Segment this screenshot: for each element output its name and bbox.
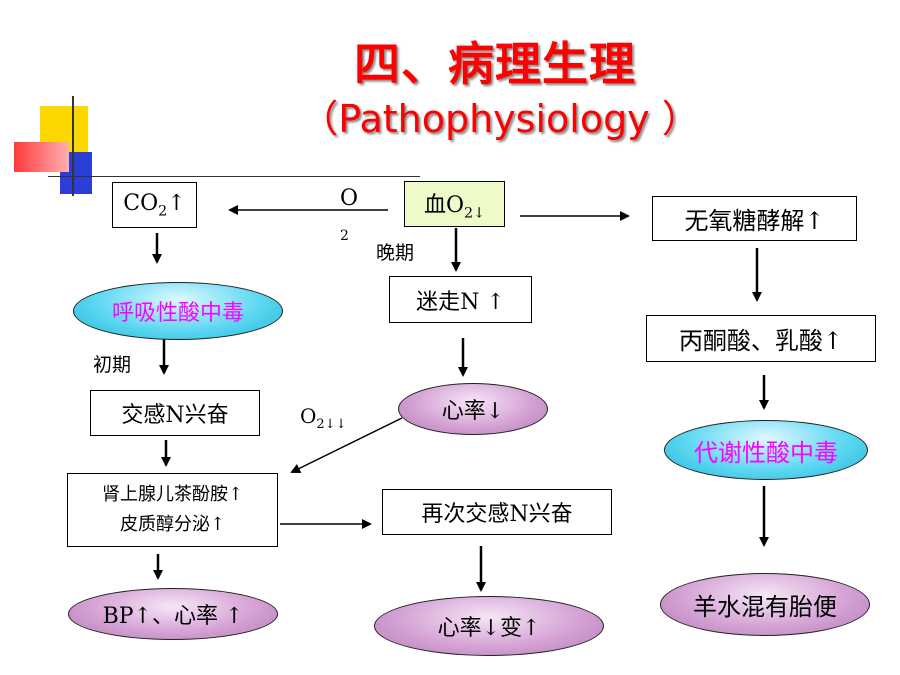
label-o2-sub: 2 — [340, 228, 349, 244]
node-sympathetic-again-text: 再次交感N兴奋 — [421, 502, 573, 527]
node-co2: CO2↑ — [112, 182, 197, 228]
node-co2-text: CO2↑ — [123, 190, 186, 220]
arrow-heartrate-to-catecholamine — [290, 417, 403, 473]
node-meconium: 羊水混有胎便 — [660, 573, 870, 636]
node-sympathetic-text: 交感N兴奋 — [121, 403, 229, 428]
node-heart-rate-down: 心率↓ — [398, 383, 548, 435]
label-o2-down: O2↓↓ — [300, 404, 347, 432]
node-vagus-text: 迷走N ↑ — [416, 289, 505, 315]
node-anaerobic: 无氧糖酵解↑ — [652, 196, 857, 241]
node-bp-text: BP↑、心率 ↑ — [102, 604, 244, 629]
label-o2-top: O — [340, 186, 359, 211]
node-bp: BP↑、心率 ↑ — [68, 588, 278, 640]
label-late: 晚期 — [376, 242, 415, 264]
node-blood-o2-text: 血O2↓ — [423, 192, 486, 222]
node-metab-acidosis-text: 代谢性酸中毒 — [694, 438, 838, 467]
node-heart-rate-change-text: 心率↓变↑ — [437, 616, 541, 641]
node-metab-acidosis: 代谢性酸中毒 — [664, 420, 868, 480]
node-resp-acidosis: 呼吸性酸中毒 — [73, 282, 283, 340]
node-pyruvate: 丙酮酸、乳酸↑ — [646, 315, 876, 362]
node-sympathetic-again: 再次交感N兴奋 — [382, 489, 612, 535]
node-vagus: 迷走N ↑ — [389, 276, 532, 323]
node-heart-rate-down-text: 心率↓ — [441, 399, 505, 424]
node-catecholamine: 肾上腺儿茶酚胺↑ 皮质醇分泌↑ — [67, 473, 278, 547]
node-sympathetic: 交感N兴奋 — [90, 390, 260, 436]
node-anaerobic-text: 无氧糖酵解↑ — [684, 207, 825, 235]
node-heart-rate-change: 心率↓变↑ — [374, 596, 604, 656]
node-pyruvate-text: 丙酮酸、乳酸↑ — [678, 327, 844, 355]
node-catecholamine-line2: 皮质醇分泌↑ — [119, 514, 226, 535]
node-resp-acidosis-text: 呼吸性酸中毒 — [111, 301, 244, 326]
node-blood-o2: 血O2↓ — [404, 181, 505, 227]
node-catecholamine-line1: 肾上腺儿茶酚胺↑ — [101, 484, 244, 505]
node-meconium-text: 羊水混有胎便 — [693, 593, 837, 621]
page-subtitle: （Pathophysiology ） — [300, 97, 700, 141]
label-early: 初期 — [93, 354, 132, 376]
page-title: 四、病理生理 — [354, 37, 636, 91]
